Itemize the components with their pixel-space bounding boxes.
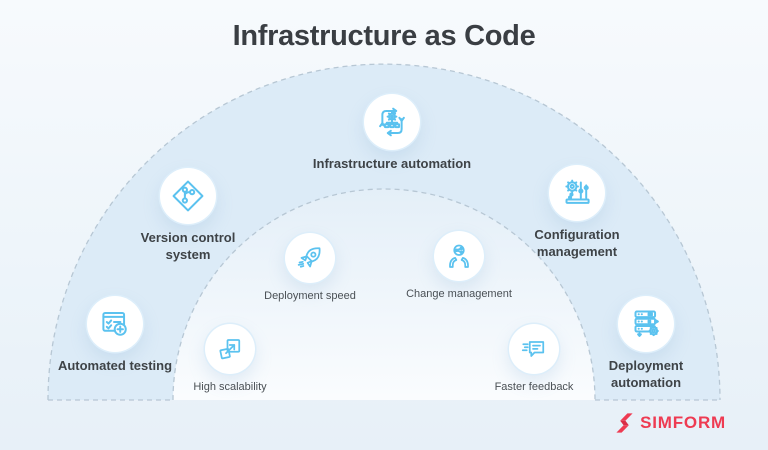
inner-dashed-arc <box>172 188 596 401</box>
node-label: Version control system <box>140 230 236 262</box>
simform-logo: SIMFORM <box>616 412 726 434</box>
rocket-icon <box>285 233 335 283</box>
gear-sliders-icon <box>549 165 605 221</box>
node-deployment-automation: Deployment automation <box>586 296 706 391</box>
server-stack-gear-icon <box>618 296 674 352</box>
node-version-control: Version control system <box>128 168 248 263</box>
node-label: Infrastructure automation <box>312 156 472 171</box>
inner-semicircle-disc <box>173 189 595 400</box>
simform-logo-text: SIMFORM <box>640 413 726 432</box>
automation-cycle-icon <box>364 94 420 150</box>
node-automated-testing: Automated testing <box>55 296 175 375</box>
node-label: Configuration management <box>534 227 620 259</box>
node-label: Deployment speed <box>264 290 356 302</box>
checklist-plus-icon <box>87 296 143 352</box>
node-high-scalability: High scalability <box>160 324 300 394</box>
hands-share-icon <box>434 231 484 281</box>
node-deployment-speed: Deployment speed <box>240 233 380 303</box>
node-change-management: Change management <box>389 231 529 301</box>
git-branch-diamond-icon <box>160 168 216 224</box>
speech-bubble-speed-icon <box>509 324 559 374</box>
node-label: Faster feedback <box>494 381 574 393</box>
node-faster-feedback: Faster feedback <box>464 324 604 394</box>
node-label: Change management <box>406 288 512 300</box>
node-configuration-management: Configuration management <box>517 165 637 260</box>
node-infrastructure-automation: Infrastructure automation <box>312 94 472 173</box>
simform-logo-icon <box>616 413 633 433</box>
node-label: Deployment automation <box>608 358 684 390</box>
page-title: Infrastructure as Code <box>232 20 536 52</box>
node-label: High scalability <box>193 381 267 393</box>
outer-dashed-arc <box>47 63 721 401</box>
scaling-squares-icon <box>205 324 255 374</box>
node-label: Automated testing <box>57 358 173 373</box>
